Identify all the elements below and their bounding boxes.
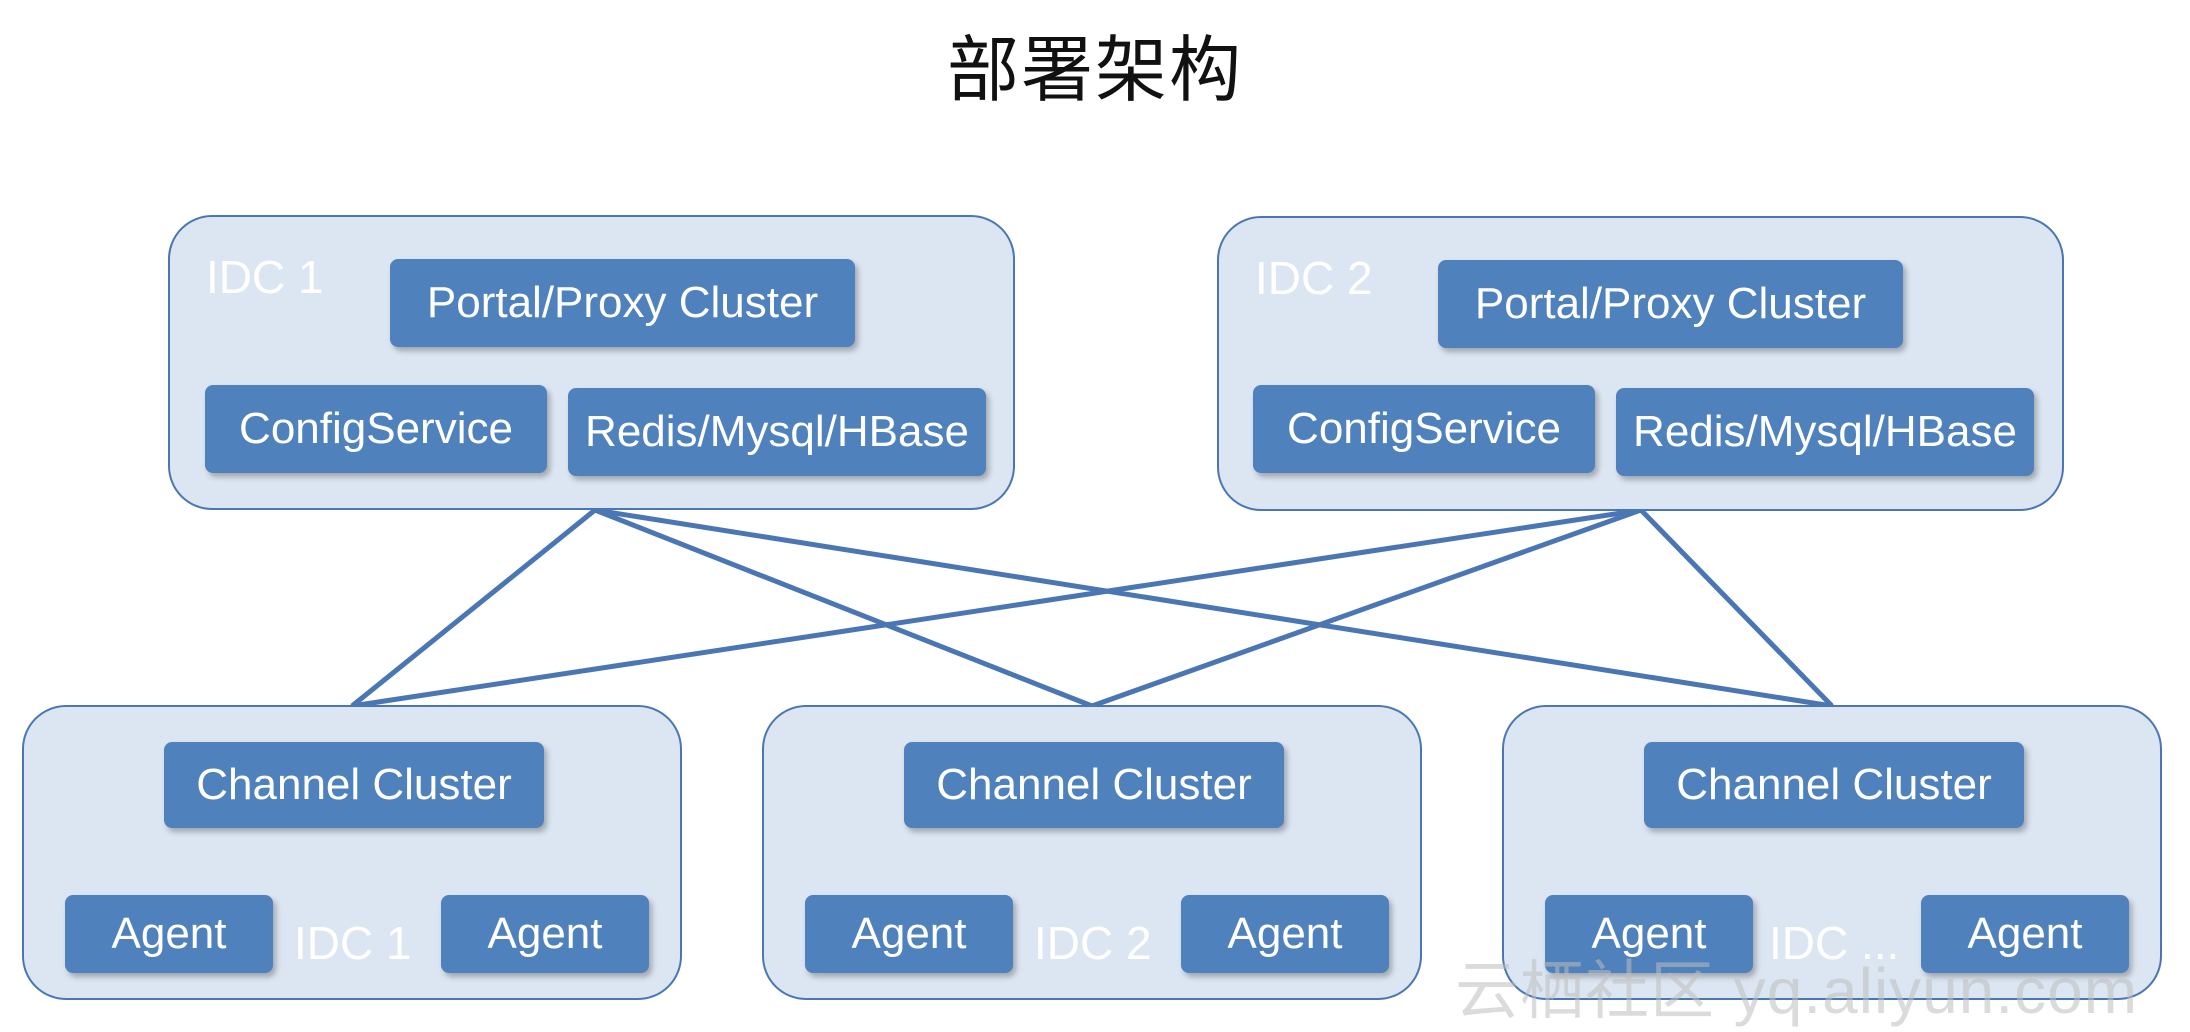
channel-region-label: IDC 1 bbox=[294, 917, 412, 969]
link-idc1-channel2 bbox=[594, 507, 1093, 709]
redis-mysql-hbase: Redis/Mysql/HBase bbox=[568, 388, 986, 476]
page-title: 部署架构 bbox=[946, 28, 1243, 112]
link-idc1-channel1 bbox=[350, 508, 597, 708]
agent-box: Agent bbox=[805, 895, 1013, 973]
watermark: 云栖社区 yq.aliyun.com bbox=[1455, 955, 2139, 1027]
portal-proxy-cluster: Portal/Proxy Cluster bbox=[390, 259, 855, 347]
channel-region-label: IDC 2 bbox=[1034, 917, 1152, 969]
link-idc2-channel3 bbox=[1639, 508, 1834, 708]
channel-cluster: Channel Cluster bbox=[1644, 742, 2024, 828]
channel-region-3: Channel Cluster Agent IDC ... Agent bbox=[1502, 705, 2162, 1000]
agent-box: Agent bbox=[1545, 895, 1753, 973]
idc-region-label: IDC 1 bbox=[206, 251, 324, 303]
link-idc2-channel1 bbox=[351, 507, 1642, 709]
idc-region-1: IDC 1 Portal/Proxy Cluster ConfigService… bbox=[168, 215, 1015, 510]
agent-box: Agent bbox=[441, 895, 649, 973]
link-idc1-channel3 bbox=[594, 507, 1833, 709]
link-idc2-channel2 bbox=[1091, 507, 1642, 709]
config-service: ConfigService bbox=[205, 385, 547, 473]
idc-region-label: IDC 2 bbox=[1255, 252, 1373, 304]
channel-cluster: Channel Cluster bbox=[904, 742, 1284, 828]
agent-box: Agent bbox=[65, 895, 273, 973]
channel-cluster: Channel Cluster bbox=[164, 742, 544, 828]
channel-region-2: Channel Cluster Agent IDC 2 Agent bbox=[762, 705, 1422, 1000]
agent-box: Agent bbox=[1921, 895, 2129, 973]
portal-proxy-cluster: Portal/Proxy Cluster bbox=[1438, 260, 1903, 348]
channel-region-label: IDC ... bbox=[1769, 917, 1900, 969]
idc-region-2: IDC 2 Portal/Proxy Cluster ConfigService… bbox=[1217, 216, 2064, 511]
redis-mysql-hbase: Redis/Mysql/HBase bbox=[1616, 388, 2034, 476]
config-service: ConfigService bbox=[1253, 385, 1595, 473]
channel-region-1: Channel Cluster Agent IDC 1 Agent bbox=[22, 705, 682, 1000]
agent-box: Agent bbox=[1181, 895, 1389, 973]
